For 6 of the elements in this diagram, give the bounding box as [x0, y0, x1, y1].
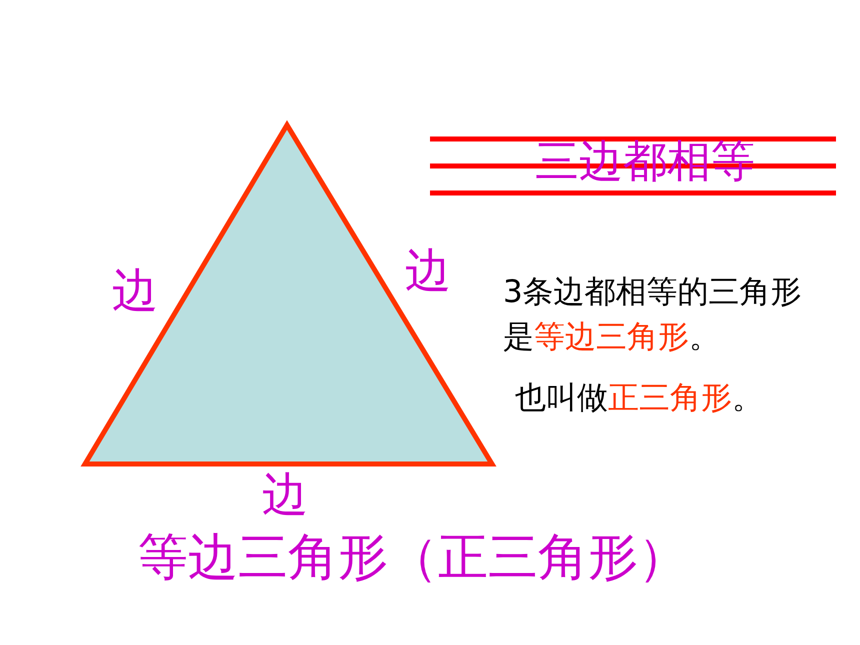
- alias-text: 也叫做正三角形。: [515, 379, 763, 418]
- side-label: 边: [112, 262, 158, 318]
- caption-text: 等边三角形（正三角形）: [138, 527, 688, 588]
- side-label: 边: [405, 242, 451, 298]
- side-label: 边: [262, 466, 308, 522]
- definition-text: 3条边都相等的三角形是等边三角形。: [503, 273, 803, 357]
